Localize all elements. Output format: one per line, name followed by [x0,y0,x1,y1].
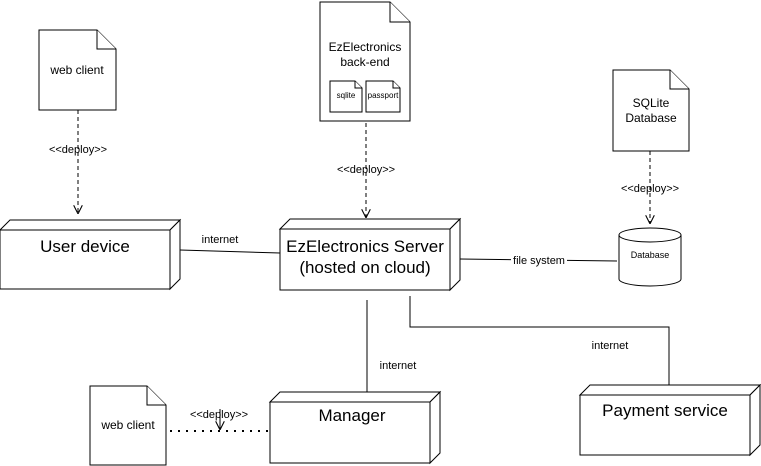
artifact-backend-label-line1: EzElectronics [329,40,402,54]
artifact-sqlite-database: SQLite Database [612,69,690,152]
document-fold [669,70,689,90]
artifact-passport-label: passport [368,91,399,100]
document-fold [354,81,362,89]
node-manager: Manager [268,390,442,465]
node-user-device-label: User device [40,237,130,256]
internet-link-payment [409,296,670,385]
node-front-face [579,394,751,456]
artifact-passport: passport [365,80,401,113]
artifact-sqlite-label: sqlite [337,91,356,100]
node-side-face [449,217,461,292]
deploy-label-web-client: <<deploy>> [49,144,107,156]
artifact-web-client-bottom: web client [89,385,167,466]
document-shape [38,29,117,111]
node-user-device: User device [0,218,182,291]
document-shape [612,69,690,152]
cylinder-top [618,227,682,243]
internet-link-user [179,249,281,254]
node-top-face [578,384,761,396]
database-cylinder-label: Database [631,250,670,260]
connections [78,110,670,432]
document-fold [96,30,116,50]
artifact-web-client-bottom-label: web client [100,418,155,432]
internet-label-manager: internet [380,360,417,372]
node-front-face [0,229,171,290]
node-payment-service-label: Payment service [602,401,728,420]
artifact-backend: EzElectronics back-end sqlite passport [319,1,411,122]
artifact-sqlite-database-label-line2: Database [625,111,677,125]
artifact-sqlite-database-label-line1: SQLite [633,96,670,110]
deploy-label-manager-web-client: <<deploy>> [190,409,248,421]
artifact-web-client-top-label: web client [49,63,104,77]
deploy-label-backend: <<deploy>> [337,164,395,176]
node-front-face [279,228,451,291]
document-fold [146,386,166,406]
node-top-face [278,218,462,230]
node-manager-label: Manager [318,406,385,425]
document-shape [89,385,167,466]
document-fold [392,81,400,89]
internet-label-user: internet [202,234,239,246]
cylinder-body [618,235,682,287]
file-system-label-background [511,254,567,266]
node-server-label-line1: EzElectronics Server [286,237,444,256]
node-front-face [269,401,431,464]
artifact-backend-label-line2: back-end [340,55,389,69]
node-top-face [0,219,182,231]
node-top-face [268,391,442,403]
document-shape [329,80,363,113]
node-side-face [749,383,761,457]
document-shape [365,80,401,113]
node-side-face [169,218,181,291]
artifact-sqlite: sqlite [329,80,363,113]
node-server: EzElectronics Server (hosted on cloud) [278,217,462,292]
artifact-web-client-top: web client [38,29,117,111]
node-server-label-line2: (hosted on cloud) [299,258,430,277]
internet-label-payment: internet [592,340,629,352]
deploy-label-sqlite-db: <<deploy>> [621,183,679,195]
database-cylinder: Database [618,227,682,287]
file-system-label: file system [513,255,565,267]
node-side-face [429,390,441,465]
document-fold [389,2,410,23]
node-payment-service: Payment service [578,383,761,457]
